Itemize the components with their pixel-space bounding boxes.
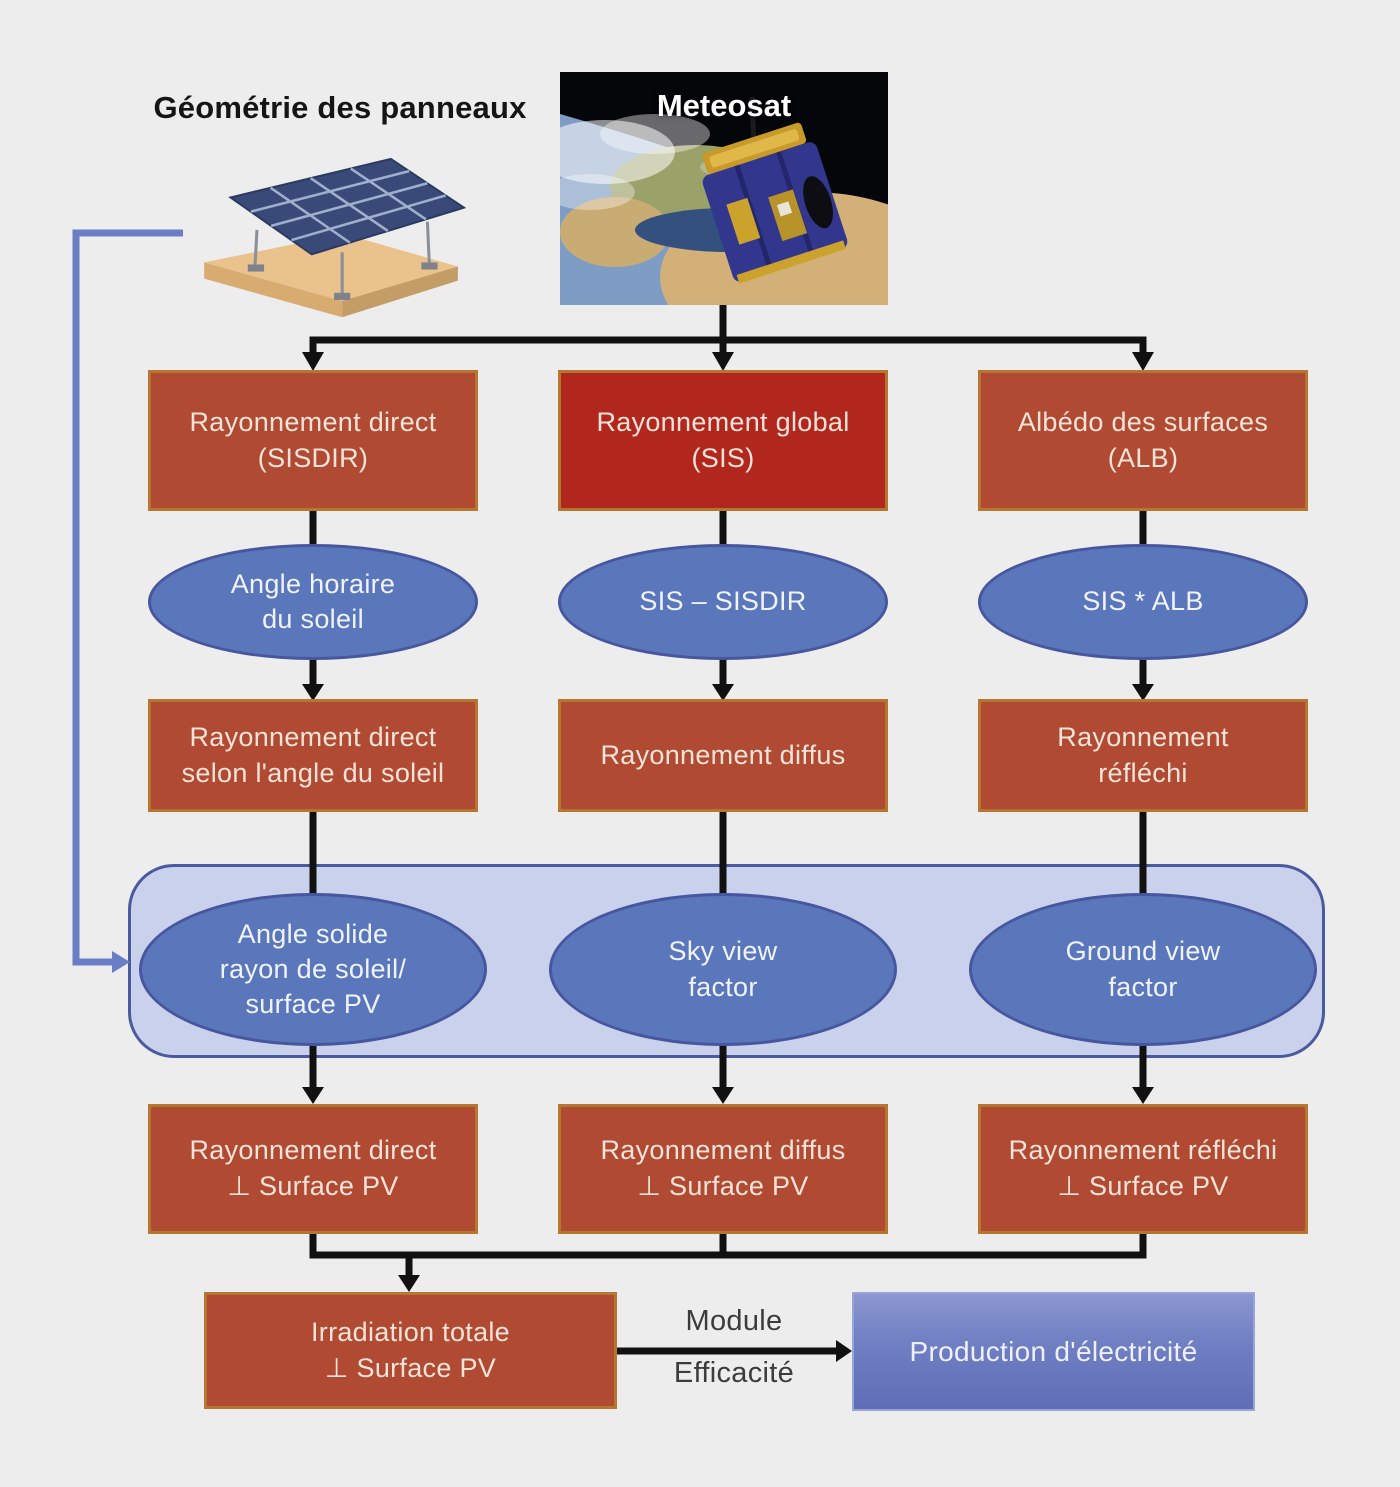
ellipse-angle-solide-surface-pv: Angle solide rayon de soleil/ surface PV: [139, 893, 487, 1046]
ellipse-angle-horaire-soleil: Angle horaire du soleil: [148, 544, 478, 660]
box-rayonnement-reflechi-perp-surface-pv: Rayonnement réfléchi ⊥ Surface PV: [978, 1104, 1308, 1234]
ellipse-sis-minus-sisdir: SIS – SISDIR: [558, 544, 888, 660]
box-rayonnement-diffus: Rayonnement diffus: [558, 699, 888, 812]
ellipse-label: SIS – SISDIR: [639, 586, 807, 617]
ellipse-label: Sky view factor: [668, 936, 778, 1002]
box-label: Rayonnement direct selon l'angle du sole…: [181, 721, 445, 788]
panel-geometry-connector: [72, 229, 183, 973]
ellipse-label: Angle horaire du soleil: [230, 568, 396, 634]
ellipse-label: Angle solide rayon de soleil/ surface PV: [219, 918, 407, 1020]
box-irradiation-totale: Irradiation totale ⊥ Surface PV: [204, 1292, 617, 1409]
meteosat-image: [560, 72, 888, 305]
box-label: Rayonnement réfléchi: [1057, 721, 1229, 788]
box-rayonnement-direct-perp-surface-pv: Rayonnement direct ⊥ Surface PV: [148, 1104, 478, 1234]
box-label: Rayonnement global (SIS): [596, 406, 850, 473]
geometry-title: Géométrie des panneaux: [153, 90, 527, 125]
box-label: Irradiation totale ⊥ Surface PV: [310, 1316, 510, 1383]
meteosat-title: Meteosat: [656, 88, 792, 123]
box-rayonnement-reflechi: Rayonnement réfléchi: [978, 699, 1308, 812]
box-label: Rayonnement direct (SISDIR): [189, 406, 437, 473]
row3-merge-lines: [309, 1233, 1147, 1277]
box-rayonnement-global-sis: Rayonnement global (SIS): [558, 370, 888, 511]
ellipse-label: Ground view factor: [1065, 936, 1221, 1002]
box-albedo-surfaces-alb: Albédo des surfaces (ALB): [978, 370, 1308, 511]
edge-label-module: Module: [685, 1305, 783, 1337]
ellipse-ground-view-factor: Ground view factor: [969, 893, 1317, 1046]
black-arrowheads: [302, 352, 1154, 1362]
edge-label-efficacite: Efficacité: [673, 1357, 795, 1389]
box-rayonnement-direct-sisdir: Rayonnement direct (SISDIR): [148, 370, 478, 511]
box-label: Albédo des surfaces (ALB): [1017, 406, 1269, 473]
ellipse-sis-times-alb: SIS * ALB: [978, 544, 1308, 660]
box-rayonnement-diffus-perp-surface-pv: Rayonnement diffus ⊥ Surface PV: [558, 1104, 888, 1234]
box-production-electricite: Production d'électricité: [852, 1292, 1255, 1411]
meteosat-split-line: [309, 303, 1147, 354]
meteosat-satellite: [702, 96, 848, 284]
box-label: Rayonnement réfléchi ⊥ Surface PV: [1008, 1135, 1278, 1201]
box-label: Rayonnement diffus ⊥ Surface PV: [600, 1135, 846, 1201]
ellipse-sky-view-factor: Sky view factor: [549, 893, 897, 1046]
solar-panel-illustration: [204, 157, 467, 318]
box-label: Production d'électricité: [909, 1335, 1198, 1367]
box-label: Rayonnement direct ⊥ Surface PV: [189, 1135, 437, 1201]
box-label: Rayonnement diffus: [600, 739, 846, 770]
box-rayonnement-direct-angle-soleil: Rayonnement direct selon l'angle du sole…: [148, 699, 478, 812]
ellipse-label: SIS * ALB: [1082, 586, 1204, 617]
